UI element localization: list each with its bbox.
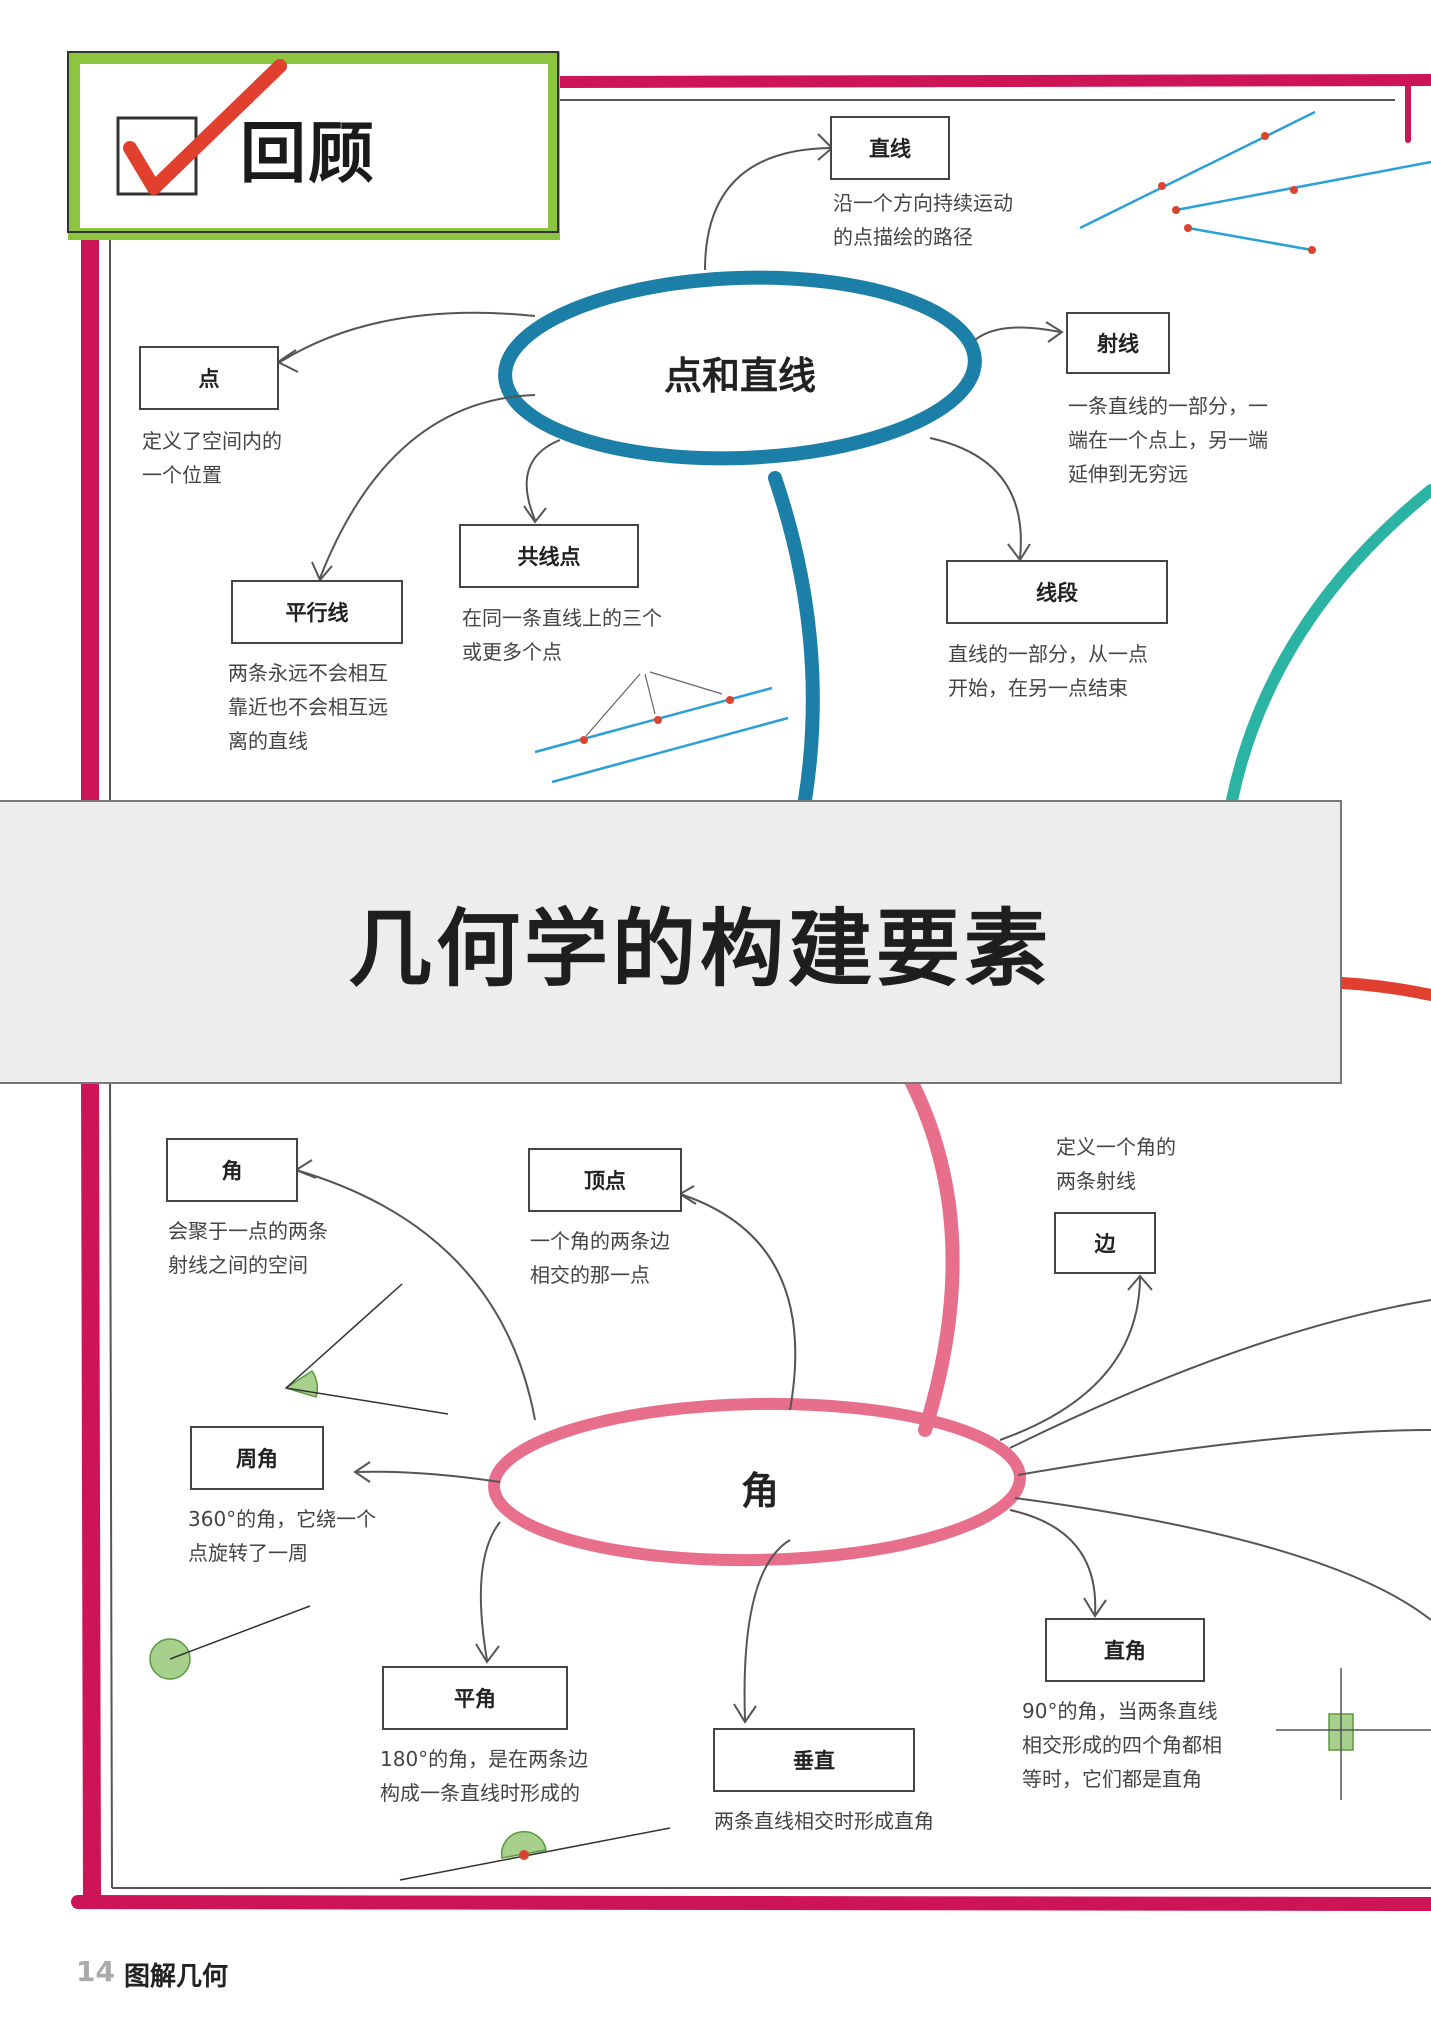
node-box-vertex: 顶点 [528,1148,682,1212]
node-label-parallel: 平行线 [285,601,349,625]
node-label-full: 周角 [236,1447,278,1471]
chapter-title: 几何学的构建要素 [347,899,1052,998]
node-label-perp: 垂直 [793,1749,835,1773]
bubble-label-angle: 角 [740,1469,779,1513]
magenta-frame [71,74,1431,1911]
node-box-angle: 角 [166,1138,298,1202]
lines-diagram-points [1158,132,1316,254]
node-box-right: 直角 [1045,1618,1205,1682]
node-desc-collinear: 在同一条直线上的三个 或更多个点 [462,606,662,664]
node-desc-line: 沿一个方向持续运动 的点描绘的路径 [833,191,1013,249]
blue-stroke [768,471,820,807]
review-box [67,51,560,240]
node-label-side: 边 [1094,1232,1116,1256]
pink-stroke [895,1057,960,1437]
node-box-point: 点 [139,346,279,410]
title-banner: 几何学的构建要素 [0,800,1342,1084]
bottom-connectors [295,1169,1431,1721]
teal-stroke [1226,484,1431,806]
node-label-segment: 线段 [1036,581,1078,605]
straight-angle-diagram [399,1827,671,1881]
node-box-full: 周角 [190,1426,324,1490]
node-box-side: 边 [1054,1212,1156,1274]
node-label-straight: 平角 [454,1687,496,1711]
top-connectors [279,147,1061,579]
lines-diagram [1079,110,1431,252]
node-label-vertex: 顶点 [584,1169,626,1193]
node-box-perp: 垂直 [713,1728,915,1792]
bubble-points-lines [498,270,982,466]
node-label-angle: 角 [221,1159,243,1183]
bubble-angle [488,1397,1026,1567]
node-box-straight: 平角 [382,1666,568,1730]
node-label-point: 点 [198,367,220,391]
node-box-collinear: 共线点 [459,524,639,588]
node-box-parallel: 平行线 [231,580,403,644]
node-desc-parallel: 两条永远不会相互 靠近也不会相互远 离的直线 [228,661,388,753]
collinear-diagram [534,671,789,784]
check-mark-icon [116,59,287,196]
node-desc-vertex: 一个角的两条边 相交的那一点 [530,1229,670,1287]
node-box-line: 直线 [830,116,950,180]
node-desc-side: 定义一个角的 两条射线 [1056,1135,1176,1193]
node-desc-perp: 两条直线相交时形成直角 [714,1809,934,1833]
node-desc-angle: 会聚于一点的两条 射线之间的空间 [168,1219,328,1277]
node-label-line: 直线 [869,137,911,161]
page-number: 14 [76,1955,115,1988]
review-title: 回顾 [240,115,376,192]
angle-diagram [284,1283,449,1415]
full-angle-diagram [149,1605,311,1680]
node-label-collinear: 共线点 [517,545,581,569]
node-label-ray: 射线 [1097,332,1139,356]
node-desc-straight: 180°的角，是在两条边 构成一条直线时形成的 [380,1747,589,1805]
bubble-label-points-lines: 点和直线 [663,354,816,398]
book-title: 图解几何 [124,1962,229,1992]
right-angle-diagram [1276,1668,1431,1800]
node-box-segment: 线段 [946,560,1168,624]
node-desc-segment: 直线的一部分，从一点 开始，在另一点结束 [948,642,1148,700]
node-desc-right: 90°的角，当两条直线 相交形成的四个角都相 等时，它们都是直角 [1022,1699,1222,1791]
grey-frame [109,99,1431,1889]
node-desc-point: 定义了空间内的 一个位置 [142,429,282,487]
node-desc-ray: 一条直线的一部分，一 端在一个点上，另一端 延伸到无穷远 [1068,394,1268,486]
node-desc-full: 360°的角，它绕一个 点旋转了一周 [188,1507,377,1565]
node-box-ray: 射线 [1066,312,1170,374]
node-label-right: 直角 [1104,1639,1146,1663]
